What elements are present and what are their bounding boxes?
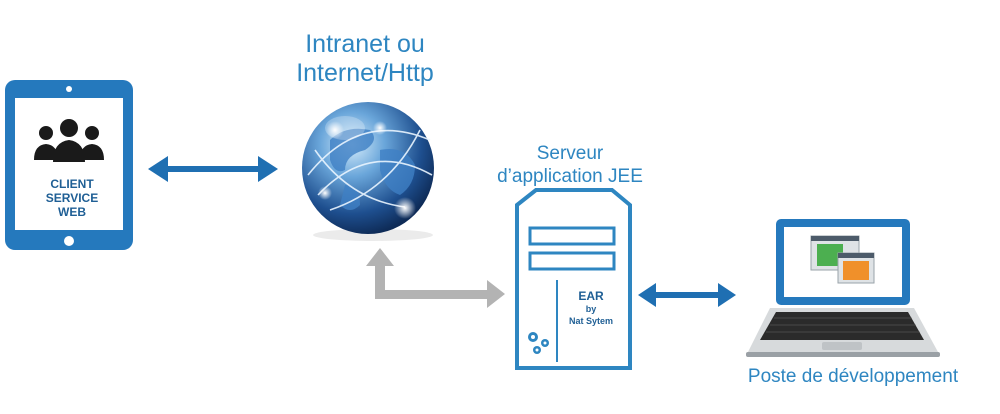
network-title-line2: Internet/Http xyxy=(296,59,434,87)
connection-arrow-globe-server xyxy=(366,248,505,308)
client-label-line1: CLIENT xyxy=(50,177,94,191)
tablet-icon xyxy=(5,80,133,250)
gears-icon xyxy=(528,332,549,354)
users-icon xyxy=(34,119,104,162)
server-title: Serveur d’application JEE xyxy=(470,142,670,188)
network-title: Intranet ou Internet/Http xyxy=(270,30,460,88)
application-windows-icon xyxy=(810,235,875,284)
client-label: CLIENT SERVICE WEB xyxy=(22,177,122,219)
bidirectional-arrow-client-globe xyxy=(148,156,278,182)
client-label-line2: SERVICE xyxy=(45,191,99,205)
ear-label: EAR by Nat Sytem xyxy=(555,289,627,327)
ear-label-by: by xyxy=(585,304,597,314)
server-icon xyxy=(515,188,632,370)
workstation-title: Poste de développement xyxy=(747,366,959,387)
server-title-line1: Serveur xyxy=(536,143,604,164)
server-title-line2: d’application JEE xyxy=(497,166,643,187)
bidirectional-arrow-server-laptop xyxy=(638,283,736,307)
ear-label-main: EAR xyxy=(578,289,604,303)
client-label-line3: WEB xyxy=(58,205,86,219)
globe-icon xyxy=(302,102,434,241)
network-title-line1: Intranet ou xyxy=(305,30,425,58)
ear-label-vendor: Nat Sytem xyxy=(568,316,613,326)
laptop-icon xyxy=(746,219,940,357)
